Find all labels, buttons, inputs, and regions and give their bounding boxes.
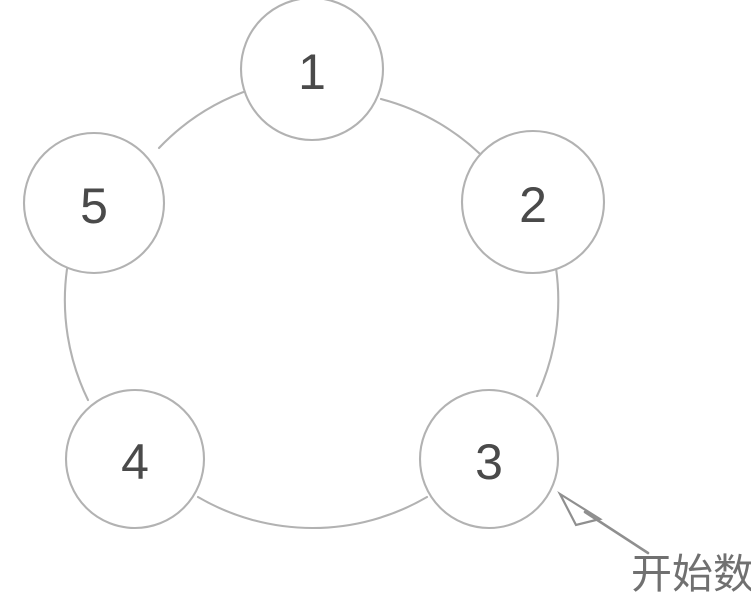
- node-circle-1[interactable]: [239, 0, 385, 142]
- node-circle-5[interactable]: [22, 131, 166, 275]
- node-circle-4[interactable]: [64, 388, 206, 530]
- arrow-shaft: [583, 510, 650, 555]
- node-label-5: 5: [80, 178, 108, 234]
- start-annotation-label: 开始数: [631, 551, 751, 597]
- node-label-4: 4: [121, 434, 149, 490]
- node-circle-2[interactable]: [460, 129, 606, 275]
- ring-connections: [63, 87, 560, 530]
- arc-2-to-3: [535, 266, 560, 398]
- node-label-1: 1: [298, 44, 326, 100]
- arc-3-to-4: [196, 495, 429, 530]
- arc-5-to-1: [157, 87, 254, 150]
- node-labels: 1 2 3 4 5: [80, 44, 547, 490]
- node-circle-3[interactable]: [418, 388, 560, 530]
- node-label-2: 2: [519, 177, 547, 233]
- arc-1-to-2: [379, 97, 491, 165]
- arc-4-to-5: [63, 267, 90, 402]
- nodes: [22, 0, 606, 530]
- node-label-3: 3: [475, 434, 503, 490]
- start-annotation-arrow: [557, 490, 650, 555]
- arrow-head-icon: [557, 490, 603, 527]
